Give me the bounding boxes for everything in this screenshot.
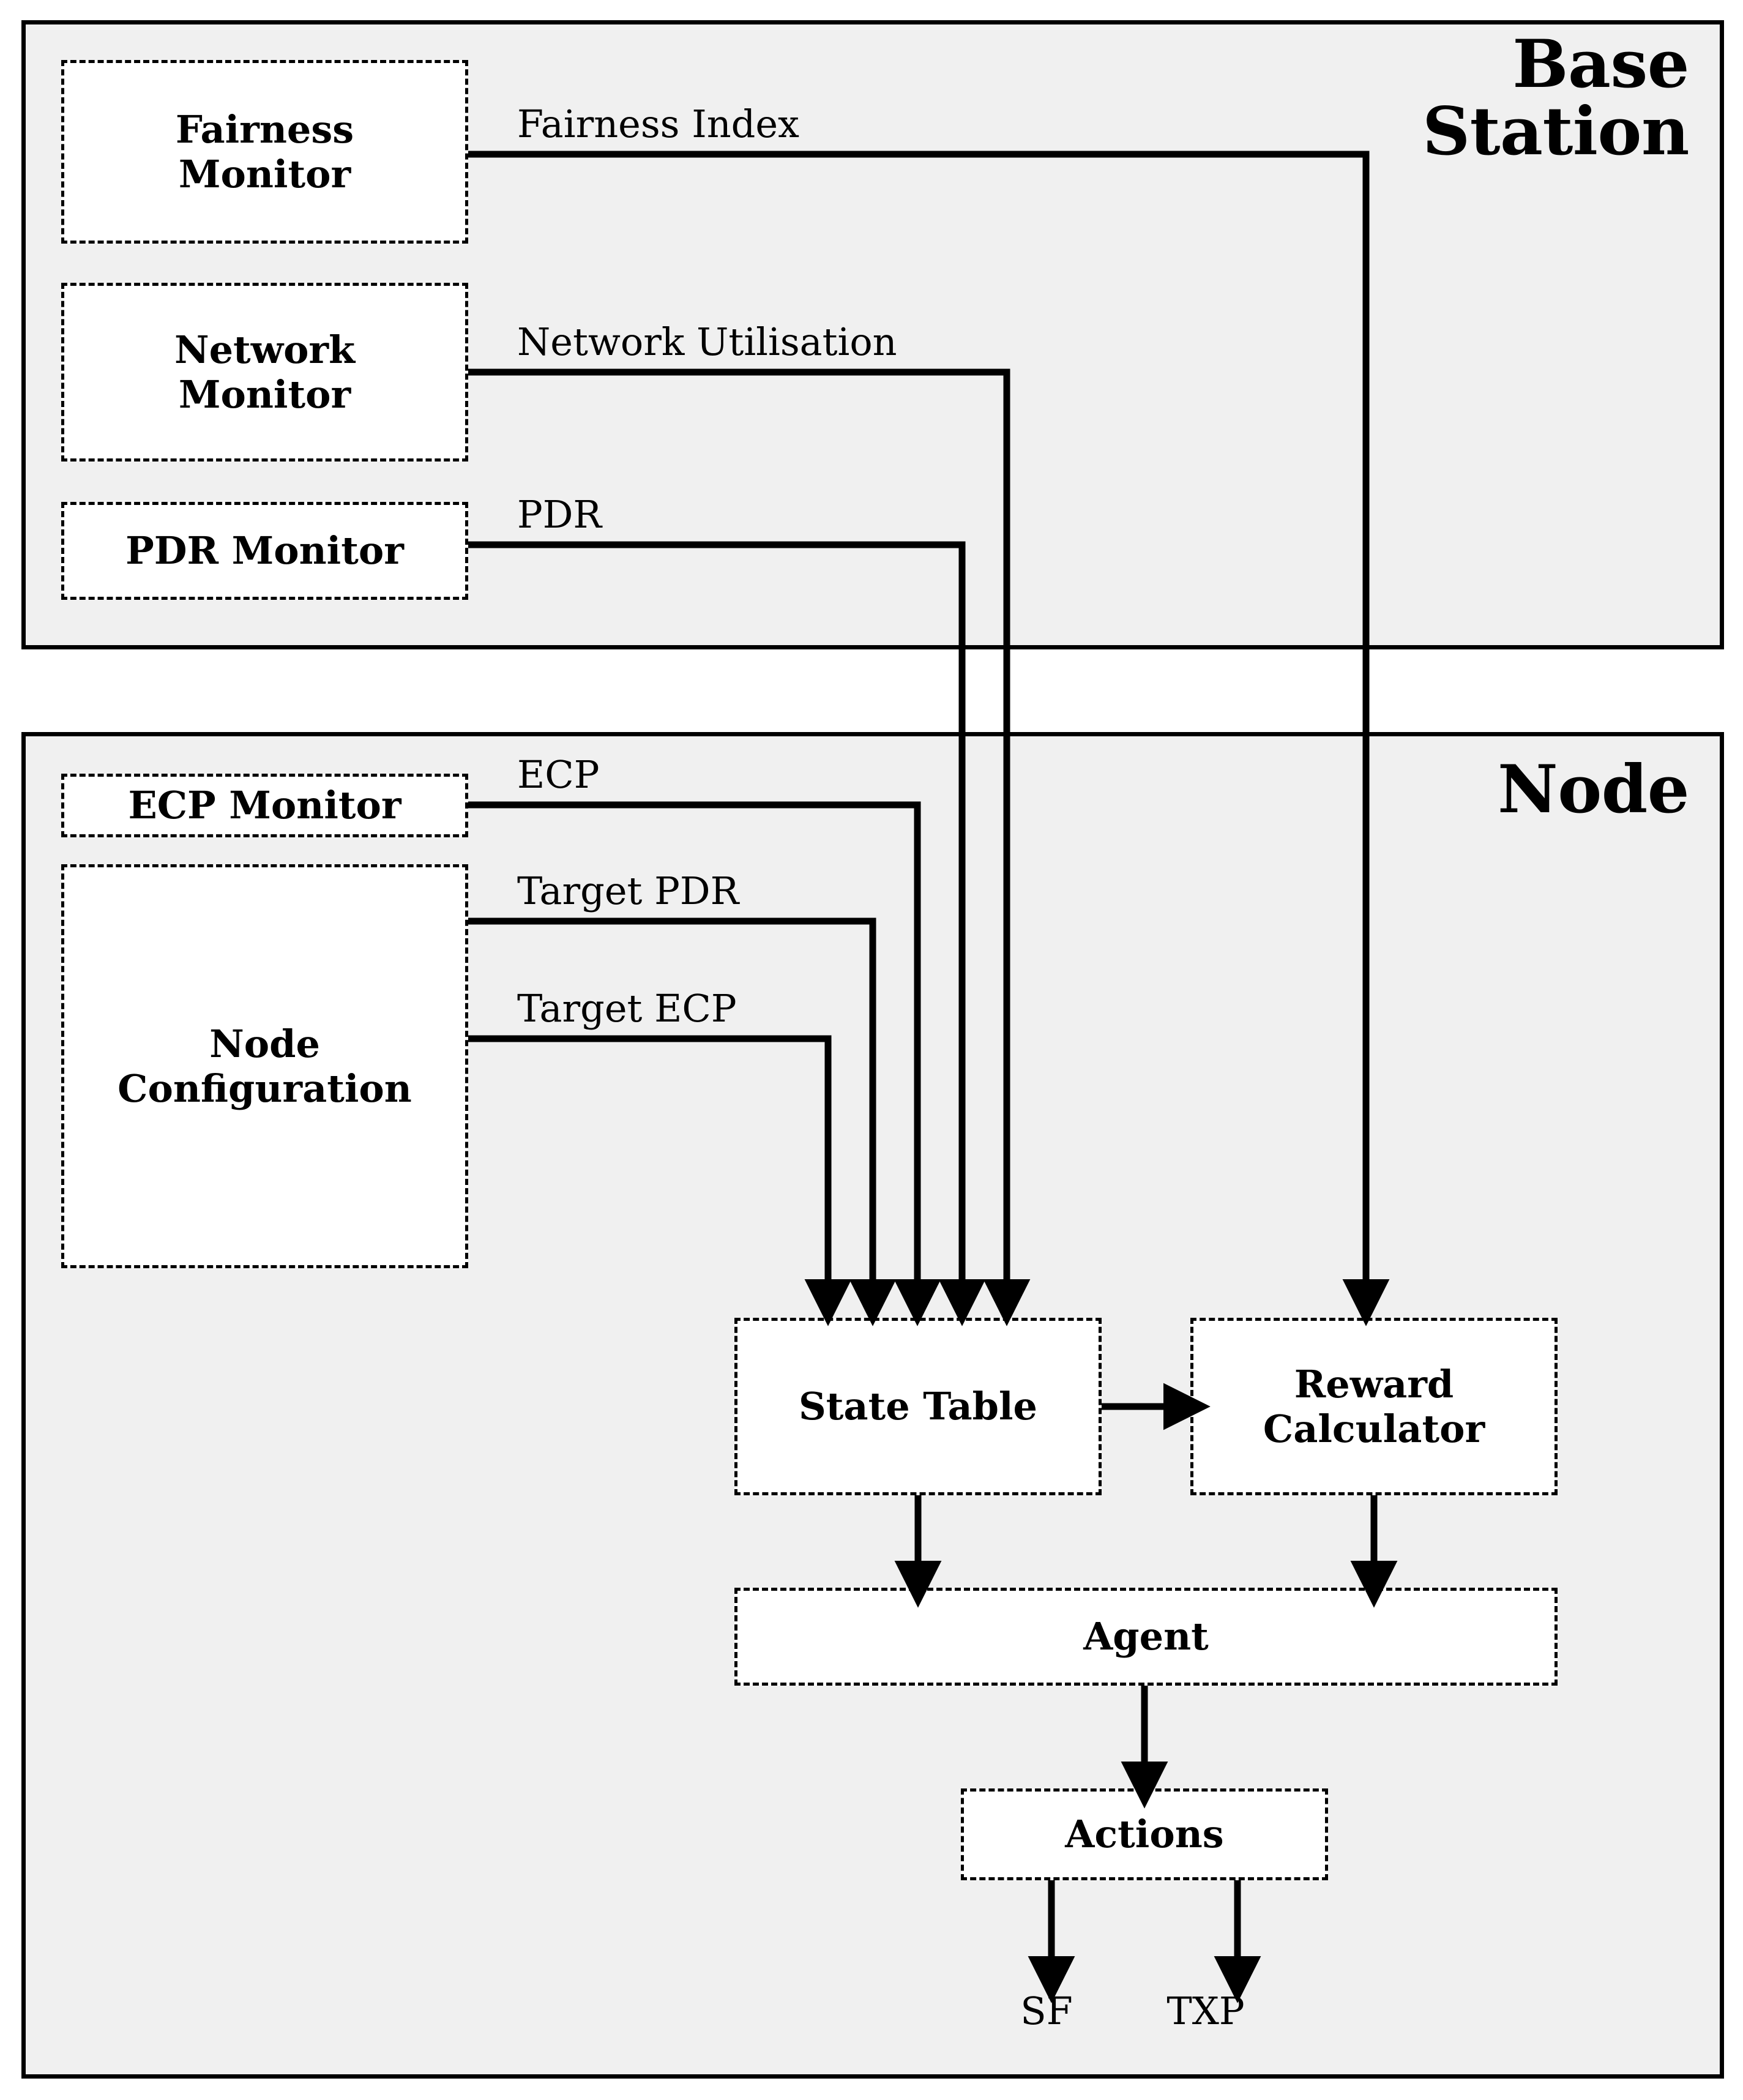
pdr-text: PDR [517,492,602,537]
state-table-block[interactable]: State Table [734,1318,1102,1495]
txp-output-label: TXP [1132,1992,1279,2030]
target-pdr-text: Target PDR [517,869,739,913]
pdr-edge-label: PDR [517,496,602,534]
network-utilisation-text: Network Utilisation [517,319,897,364]
target-ecp-edge-label: Target ECP [517,990,737,1028]
agent-label: Agent [1083,1614,1209,1659]
state-table-label: State Table [799,1384,1037,1429]
ecp-monitor-block[interactable]: ECP Monitor [61,774,468,837]
ecp-text: ECP [517,752,600,797]
base-station-title: Base Station [1316,31,1689,165]
network-monitor-block[interactable]: Network Monitor [61,283,468,461]
sf-text: SF [1020,1989,1073,2033]
pdr-monitor-label: PDR Monitor [125,528,404,574]
node-configuration-label-line1: Node [209,1021,320,1066]
target-ecp-text: Target ECP [517,986,737,1031]
ecp-edge-label: ECP [517,756,599,794]
reward-calculator-label-line2: Calculator [1263,1407,1485,1451]
sf-output-label: SF [985,1992,1108,2030]
node-title-text: Node [1498,751,1689,828]
fairness-monitor-label-line1: Fairness [175,106,354,152]
node-title: Node [1444,756,1689,823]
actions-block[interactable]: Actions [961,1788,1328,1880]
txp-text: TXP [1166,1989,1245,2033]
network-utilisation-edge-label: Network Utilisation [517,323,897,361]
base-station-title-line2: Station [1422,93,1689,171]
node-configuration-label-line2: Configuration [118,1066,412,1111]
actions-label: Actions [1065,1812,1224,1857]
reward-calculator-label-line1: Reward [1294,1361,1454,1407]
base-station-title-line1: Base [1512,26,1689,103]
fairness-index-edge-label: Fairness Index [517,105,799,143]
ecp-monitor-label: ECP Monitor [128,783,401,828]
fairness-monitor-label-line2: Monitor [178,152,351,196]
network-monitor-label-line2: Monitor [178,372,351,417]
reward-calculator-block[interactable]: Reward Calculator [1190,1318,1558,1495]
network-monitor-label-line1: Network [174,327,356,372]
pdr-monitor-block[interactable]: PDR Monitor [61,502,468,600]
fairness-index-text: Fairness Index [517,102,799,146]
agent-block[interactable]: Agent [734,1588,1558,1686]
target-pdr-edge-label: Target PDR [517,872,739,910]
node-configuration-block[interactable]: Node Configuration [61,864,468,1268]
fairness-monitor-block[interactable]: Fairness Monitor [61,60,468,244]
